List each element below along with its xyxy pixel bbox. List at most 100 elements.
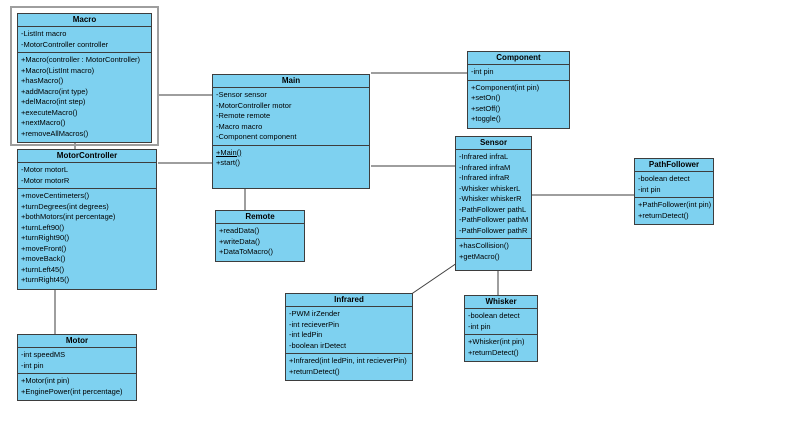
class-remote[interactable]: Remote +readData()+writeData()+DataToMac… <box>215 210 305 262</box>
member-row: -PathFollower pathL <box>459 204 527 214</box>
selection-frame[interactable] <box>10 6 159 146</box>
member-row: -ListInt macro <box>21 29 67 38</box>
member-row: -Whisker whiskerR <box>459 194 522 203</box>
member-row: -int pin <box>638 184 661 194</box>
member-row: +turnRight90() <box>21 233 70 242</box>
member-row: +moveCentimeters() <box>21 191 90 200</box>
member-row: -int pin <box>468 321 491 331</box>
member-row: -Whisker whiskerL <box>459 183 521 193</box>
class-title: Motor <box>18 335 136 348</box>
member-row: +Motor(int pin) <box>21 376 70 385</box>
member-row: +delMacro(int step) <box>21 97 86 106</box>
methods-compartment: +Macro(controller : MotorController)+Mac… <box>18 53 151 142</box>
class-title: PathFollower <box>635 159 713 172</box>
methods-compartment: +Infrared(int ledPin, int recieverPin)+r… <box>286 354 412 380</box>
member-row: +Main() <box>216 147 242 157</box>
class-title: Component <box>468 52 569 65</box>
member-row: +returnDetect() <box>468 347 519 357</box>
attributes-compartment: -Motor motorL-Motor motorR <box>18 163 156 189</box>
member-row: -Macro macro <box>216 121 263 131</box>
attributes-compartment: -boolean detect-int pin <box>465 309 537 335</box>
member-row: +Component(int pin) <box>471 82 540 92</box>
connector-sensor-infrared[interactable] <box>409 262 458 296</box>
member-row: -MotorController controller <box>21 39 109 49</box>
member-row: -Motor motorR <box>21 175 70 185</box>
member-row: -boolean detect <box>638 174 690 183</box>
member-row: +bothMotors(int percentage) <box>21 212 116 221</box>
class-motorcontroller[interactable]: MotorController -Motor motorL-Motor moto… <box>17 149 157 290</box>
member-row: +Macro(ListInt macro) <box>21 65 95 75</box>
methods-compartment: +Main()+start() <box>213 146 369 188</box>
attributes-compartment: -ListInt macro-MotorController controlle… <box>18 27 151 53</box>
class-infrared[interactable]: Infrared -PWM irZender-int recieverPin-i… <box>285 293 413 381</box>
class-main[interactable]: Main -Sensor sensor-MotorController moto… <box>212 74 370 189</box>
member-row: +readData() <box>219 226 260 235</box>
class-macro[interactable]: Macro -ListInt macro-MotorController con… <box>17 13 152 143</box>
member-row: -int recieverPin <box>289 319 340 329</box>
class-whisker[interactable]: Whisker -boolean detect-int pin +Whisker… <box>464 295 538 362</box>
attributes-compartment: -boolean detect-int pin <box>635 172 713 198</box>
methods-compartment: +readData()+writeData()+DataToMacro() <box>216 224 304 261</box>
methods-compartment: +Component(int pin)+setOn()+setOff()+tog… <box>468 81 569 128</box>
class-title: Main <box>213 75 369 88</box>
member-row: -MotorController motor <box>216 100 292 110</box>
member-row: +moveFront() <box>21 243 67 253</box>
member-row: -Component component <box>216 132 297 141</box>
member-row: -PathFollower pathM <box>459 215 529 224</box>
class-title: Sensor <box>456 137 531 150</box>
member-row: +hasCollision() <box>459 241 509 250</box>
class-component[interactable]: Component -int pin +Component(int pin)+s… <box>467 51 570 129</box>
member-row: -Sensor sensor <box>216 90 267 99</box>
member-row: +Macro(controller : MotorController) <box>21 55 140 64</box>
member-row: +executeMacro() <box>21 107 78 117</box>
class-title: MotorController <box>18 150 156 163</box>
class-pathfollower[interactable]: PathFollower -boolean detect-int pin +Pa… <box>634 158 714 225</box>
member-row: -int pin <box>21 360 44 370</box>
member-row: +hasMacro() <box>21 76 64 85</box>
member-row: +returnDetect() <box>289 366 340 376</box>
member-row: -PWM irZender <box>289 309 340 318</box>
member-row: +Infrared(int ledPin, int recieverPin) <box>289 356 407 365</box>
methods-compartment: +PathFollower(int pin)+returnDetect() <box>635 198 713 224</box>
member-row: -Infrared infraR <box>459 173 510 182</box>
member-row: +getMacro() <box>459 251 500 261</box>
member-row: +setOff() <box>471 103 501 113</box>
member-row: +setOn() <box>471 93 501 102</box>
member-row: +turnRight45() <box>21 275 70 284</box>
member-row: -Infrared infraL <box>459 152 509 161</box>
member-row: +EnginePower(int percentage) <box>21 386 123 396</box>
class-title: Infrared <box>286 294 412 307</box>
member-row: -Motor motorL <box>21 165 69 174</box>
member-row: -boolean detect <box>468 311 520 320</box>
member-row: +turnLeft90() <box>21 222 65 232</box>
attributes-compartment: -int speedMS-int pin <box>18 348 136 374</box>
member-row: -int ledPin <box>289 330 323 339</box>
methods-compartment: +Motor(int pin)+EnginePower(int percenta… <box>18 374 136 400</box>
methods-compartment: +Whisker(int pin)+returnDetect() <box>465 335 537 361</box>
attributes-compartment: -Infrared infraL-Infrared infraM-Infrare… <box>456 150 531 239</box>
class-title: Whisker <box>465 296 537 309</box>
class-title: Remote <box>216 211 304 224</box>
class-motor[interactable]: Motor -int speedMS-int pin +Motor(int pi… <box>17 334 137 401</box>
member-row: -boolean irDetect <box>289 340 347 350</box>
member-row: -Remote remote <box>216 111 271 120</box>
member-row: +PathFollower(int pin) <box>638 200 712 209</box>
member-row: +nextMacro() <box>21 118 66 127</box>
member-row: +addMacro(int type) <box>21 86 88 96</box>
member-row: +DataToMacro() <box>219 247 273 256</box>
methods-compartment: +hasCollision()+getMacro() <box>456 239 531 270</box>
member-row: +Whisker(int pin) <box>468 337 525 346</box>
member-row: +moveBack() <box>21 254 66 263</box>
member-row: +turnLeft45() <box>21 264 65 274</box>
attributes-compartment: -PWM irZender-int recieverPin-int ledPin… <box>286 307 412 354</box>
member-row: +returnDetect() <box>638 210 689 220</box>
class-title: Macro <box>18 14 151 27</box>
member-row: -Infrared infraM <box>459 162 511 172</box>
member-row: -int pin <box>471 67 494 76</box>
member-row: +removeAllMacros() <box>21 128 89 138</box>
member-row: +writeData() <box>219 236 261 246</box>
class-sensor[interactable]: Sensor -Infrared infraL-Infrared infraM-… <box>455 136 532 271</box>
attributes-compartment: -Sensor sensor-MotorController motor-Rem… <box>213 88 369 146</box>
